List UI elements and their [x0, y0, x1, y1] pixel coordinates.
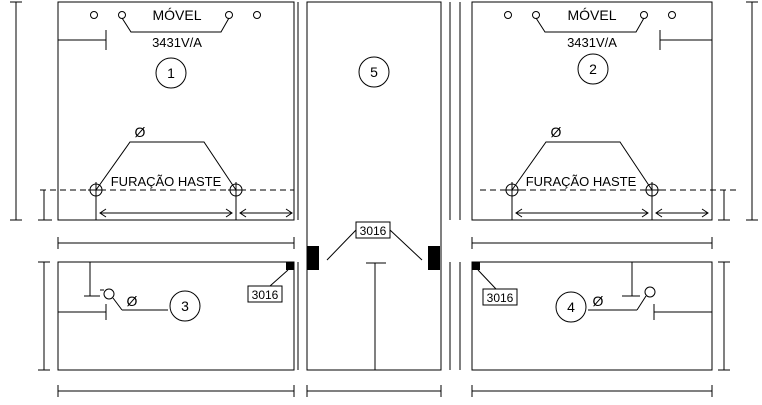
corner-marker	[286, 262, 294, 270]
model-label: 3431V/A	[567, 35, 617, 50]
label-backdrop	[112, 174, 222, 188]
label-backdrop	[526, 174, 638, 188]
leader-line	[477, 269, 497, 290]
code-label: 3016	[252, 288, 279, 302]
arrow-head	[701, 208, 709, 218]
code-box	[482, 288, 518, 306]
diameter-symbol: Ø	[551, 124, 562, 140]
panel-2: MÓVEL 3431V/A 2 Ø FURAÇÃO HASTE	[471, 1, 736, 221]
panel-number: 2	[589, 61, 597, 77]
panel-number-circle	[358, 56, 390, 88]
arrow-head	[239, 208, 247, 218]
arrow-head	[285, 208, 293, 218]
arrow-head	[515, 208, 523, 218]
panel-3-outline	[57, 261, 295, 371]
furacao-label: FURAÇÃO HASTE	[526, 174, 637, 189]
corner-marker	[472, 262, 480, 270]
arrow-head	[99, 208, 107, 218]
panel-4: 3016 Ø 4	[471, 261, 713, 371]
hole-circle	[504, 11, 512, 19]
leader-line	[389, 229, 423, 261]
panel-5: 5 3016	[306, 1, 442, 371]
movel-label: MÓVEL	[152, 7, 201, 23]
code-label: 3016	[487, 291, 514, 305]
hinge-hole	[644, 286, 656, 298]
panel-number-circle	[577, 53, 609, 85]
hinge-line	[112, 297, 123, 311]
diameter-symbol: Ø	[593, 293, 604, 309]
movel-label: MÓVEL	[567, 7, 616, 23]
panel-4-outline	[471, 261, 713, 371]
panel-number: 1	[167, 65, 175, 81]
leader-line	[121, 17, 230, 33]
panel-number-circle	[555, 291, 587, 323]
panel-number: 5	[370, 64, 378, 80]
hinge-hole	[103, 288, 115, 300]
panel-5-outline	[306, 1, 442, 371]
hinge-block-left	[307, 246, 319, 270]
code-label: 3016	[360, 224, 387, 238]
hole-circle	[668, 11, 676, 19]
diameter-symbol: Ø	[135, 124, 146, 140]
arrow-head	[655, 208, 663, 218]
furacao-label: FURAÇÃO HASTE	[111, 174, 222, 189]
panel-number: 3	[181, 298, 189, 314]
leader-line	[95, 141, 237, 191]
leader-line	[535, 17, 645, 33]
arrow-head	[225, 208, 233, 218]
panel-3: 3016 Ø 3	[57, 261, 295, 371]
diameter-symbol: Ø	[127, 293, 138, 309]
arrow-head	[641, 208, 649, 218]
hinge-block-right	[428, 246, 440, 270]
hinge-line	[636, 295, 647, 311]
code-box	[247, 285, 283, 303]
leader-line	[326, 229, 357, 261]
leader-line	[269, 269, 289, 287]
model-label: 3431V/A	[152, 35, 202, 50]
panel-1: MÓVEL 3431V/A 1 Ø FURAÇÃO HASTE	[40, 1, 295, 221]
leader-line	[511, 141, 653, 191]
hole-circle	[90, 11, 98, 19]
panel-number-circle	[169, 290, 201, 322]
panel-number: 4	[567, 299, 575, 315]
panel-number-circle	[155, 57, 187, 89]
hole-circle	[253, 11, 261, 19]
